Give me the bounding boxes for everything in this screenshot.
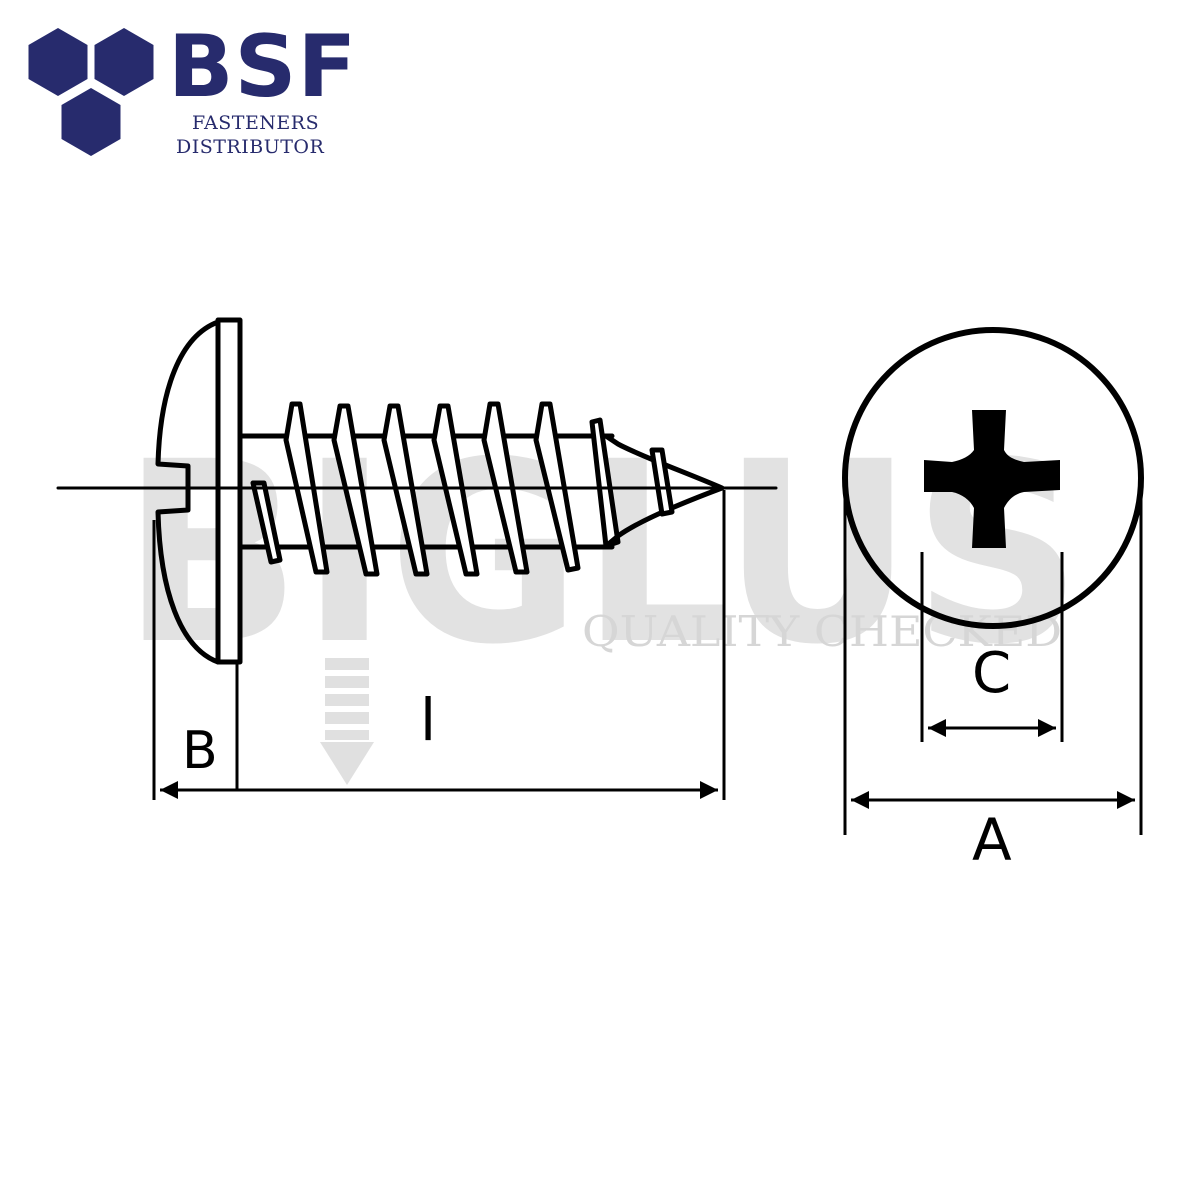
screw-top-view [842,327,1144,629]
head-circle [842,327,1144,629]
side-dimensions [152,490,726,800]
watermark-tagline: QUALITY CHECKED [582,607,1062,656]
dim-label-a: A [972,806,1012,874]
logo-line-1: FASTENERS [192,112,319,134]
screw-side-view [56,317,778,665]
watermark-screw-icon [320,658,374,785]
logo-line-2: DISTRIBUTOR [176,136,324,158]
hexagon-cluster-icon [28,28,154,156]
dim-label-l: l [420,686,436,754]
tip-thread [649,447,675,517]
top-dimensions [843,480,1143,835]
dim-label-c: C [972,641,1011,706]
phillips-recess-icon [924,410,1060,548]
washer-flange [215,317,243,665]
bsf-logo: BSF FASTENERS DISTRIBUTOR [28,17,357,158]
logo-brand: BSF [168,17,357,117]
dim-label-b: B [182,721,218,781]
